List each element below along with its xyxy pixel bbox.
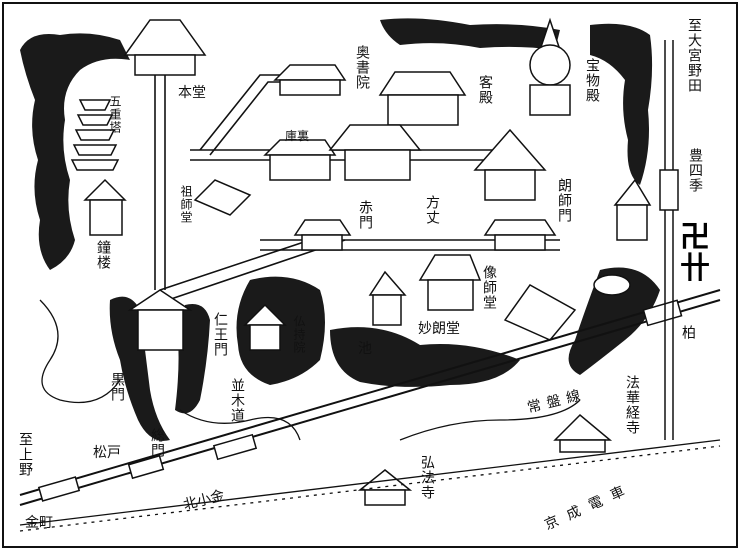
label-soshido: 祖師堂 xyxy=(179,185,193,224)
station-kanemachi xyxy=(37,476,81,502)
label-kashiwa: 柏 xyxy=(680,325,696,340)
small-hall-building xyxy=(368,270,407,326)
akamon-building xyxy=(293,219,352,251)
label-namikimichi: 並木道 xyxy=(229,378,245,423)
label-shiteno: 至上野 xyxy=(17,432,33,477)
well xyxy=(593,274,631,296)
kyakuden-building xyxy=(378,71,467,126)
label-ike: 池 xyxy=(358,341,372,357)
homotsuden-building xyxy=(529,17,571,116)
okushoin-building xyxy=(273,64,347,96)
shoro-building xyxy=(83,178,127,236)
label-shoro: 鐘楼 xyxy=(95,240,111,270)
label-roshimon: 朗師門 xyxy=(556,178,572,223)
station-toyoshiki xyxy=(659,169,679,211)
roshimon-building xyxy=(483,219,557,251)
myorodo-building xyxy=(418,254,482,311)
hondo-building xyxy=(123,19,207,76)
label-somon: 総門 xyxy=(149,428,165,458)
label-kuri: 庫裏 xyxy=(285,129,310,143)
label-kanemachi: 金町 xyxy=(25,515,53,531)
station-kitakogane xyxy=(212,433,258,461)
label-kuromon: 黒門 xyxy=(109,372,125,402)
label-hojo: 方丈 xyxy=(424,195,440,225)
label-hokekyoji: 法華経寺 xyxy=(624,375,640,435)
hokekyo-building xyxy=(553,413,613,453)
joban-railway xyxy=(19,289,721,506)
label-gojunoto: 五重塔 xyxy=(108,95,122,134)
manji-icon: 卍 xyxy=(680,220,710,255)
gate-building xyxy=(127,289,193,351)
kuri-building xyxy=(263,139,337,181)
keisei-railway xyxy=(19,439,721,532)
label-butsujiin: 仏持院 xyxy=(292,315,306,354)
label-matsudo: 松戸 xyxy=(93,445,121,461)
label-homotsuden: 宝物殿 xyxy=(584,58,600,103)
forest-gate xyxy=(109,296,170,441)
label-akamon: 赤門 xyxy=(357,200,373,230)
label-kyakuden: 客殿 xyxy=(477,75,493,105)
label-okushoin: 奥書院 xyxy=(354,45,370,90)
pagoda-building xyxy=(70,99,120,171)
kobo-building xyxy=(357,469,413,506)
niomon-building xyxy=(243,303,287,351)
label-zodo: 像師堂 xyxy=(481,265,497,310)
rail-symbol-icon: 卄 xyxy=(680,251,710,286)
tobu-railway xyxy=(659,40,679,440)
buildings xyxy=(70,17,652,506)
zodo-building xyxy=(503,284,577,341)
label-myorodo: 妙朗堂 xyxy=(418,321,460,337)
label-toyoshiki: 豊四季 xyxy=(687,148,703,193)
forest-northeast xyxy=(590,23,653,185)
east-hall-building xyxy=(473,128,547,201)
soshido-building xyxy=(193,179,252,216)
label-kobo: 弘法寺 xyxy=(419,455,435,500)
label-hondo: 本堂 xyxy=(178,85,206,101)
station-matsudo xyxy=(127,454,165,480)
label-niomon: 仁王門 xyxy=(212,312,228,357)
hojo-building xyxy=(328,124,422,181)
label-shiomiya: 至大宮野田 xyxy=(686,18,702,93)
forest-north xyxy=(380,18,560,50)
ne-building xyxy=(613,178,652,241)
forest-west xyxy=(20,33,130,271)
